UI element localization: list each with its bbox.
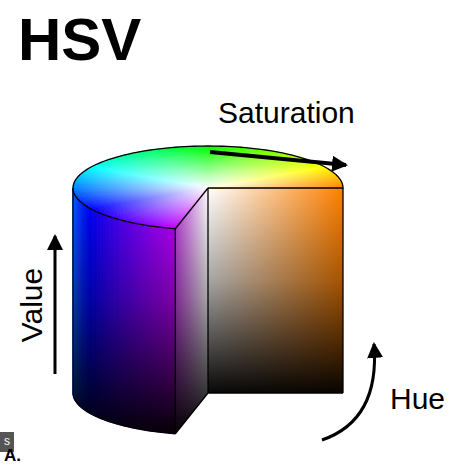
right-cut-face — [208, 188, 343, 393]
side-strip — [73, 189, 74, 395]
outline-stroke — [342, 188, 343, 393]
outline-stroke — [175, 229, 176, 434]
cut-faces — [175, 188, 343, 434]
side-strip — [73, 188, 74, 394]
cylinder-outline — [73, 146, 343, 434]
outline-stroke — [207, 188, 208, 393]
right-cut-shade — [208, 188, 343, 393]
saturation-arrow — [210, 152, 346, 165]
axis-label: Hue — [390, 384, 445, 414]
outline-stroke — [175, 393, 208, 434]
outline-stroke — [73, 393, 175, 434]
left-cut-shade — [175, 188, 208, 434]
value-arrow — [54, 236, 57, 374]
axis-label: Value — [17, 268, 47, 343]
corner-text: A. — [4, 447, 21, 464]
outline-stroke — [208, 392, 343, 393]
hue-arrow — [322, 344, 375, 440]
left-cut-face — [175, 188, 208, 434]
diagram-title: HSV — [18, 10, 141, 70]
axis-label: Saturation — [218, 98, 355, 128]
outline-stroke — [72, 188, 73, 393]
